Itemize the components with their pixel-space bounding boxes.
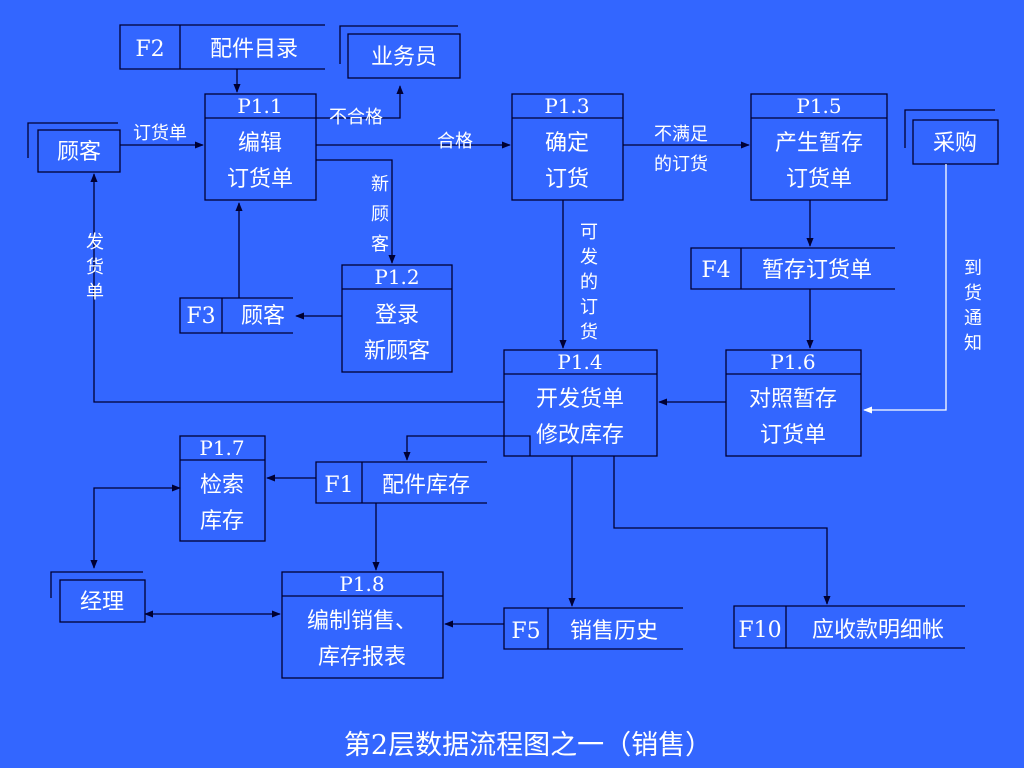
entity-customer: 顾客 [27, 122, 121, 173]
entity-salesperson: 业务员 [339, 25, 461, 79]
flow-unqualified-arrow [316, 85, 404, 119]
flow-label-delivery-note-char: 货 [86, 257, 104, 278]
store-f1: F1 配件库存 [315, 461, 487, 504]
process-p1-5-line2: 订货单 [786, 167, 852, 192]
flow-label-delivery-note-char: 发 [86, 232, 104, 253]
process-p1-7-id: P1.7 [199, 436, 244, 460]
flow-label-order-form: 订货单 [133, 123, 187, 144]
process-p1-2-line2: 新顾客 [364, 339, 430, 364]
store-f10: F10 应收款明细帐 [733, 605, 965, 649]
flow-label-deliverable: 可 发 的 订 货 [580, 222, 598, 343]
process-p1-1-id: P1.1 [237, 94, 282, 118]
flow-label-deliverable-char: 可 [580, 222, 598, 243]
entity-purchasing: 采购 [904, 109, 999, 165]
store-f2-name: 配件目录 [210, 37, 298, 62]
flow-p1-4-to-f1-arrow [403, 435, 531, 461]
store-f1-name: 配件库存 [382, 473, 470, 498]
process-p1-3-line2: 订货 [545, 167, 589, 192]
flow-label-deliverable-char: 的 [580, 272, 598, 293]
flow-label-unsatisfied-2: 的订货 [654, 154, 708, 175]
flow-label-arrival-notice-char: 货 [964, 283, 982, 304]
store-f5-name: 销售历史 [570, 619, 658, 644]
process-p1-3: P1.3 确定 订货 [511, 93, 624, 201]
flow-label-arrival-notice-char: 知 [964, 333, 982, 354]
store-f2-id: F2 [135, 37, 164, 62]
process-p1-2-line1: 登录 [375, 303, 419, 328]
process-p1-2: P1.2 登录 新顾客 [341, 264, 453, 373]
process-p1-8: P1.8 编制销售、 库存报表 [281, 571, 444, 679]
process-p1-4-line2: 修改库存 [536, 423, 624, 448]
store-f3: F3 顾客 [179, 297, 293, 334]
store-f4: F4 暂存订货单 [690, 247, 895, 290]
process-p1-7-line1: 检索 [200, 473, 244, 498]
process-p1-4-id: P1.4 [557, 350, 602, 374]
process-p1-6-id: P1.6 [770, 350, 815, 374]
store-f4-name: 暂存订货单 [762, 258, 872, 283]
flow-label-delivery-note-char: 单 [86, 282, 104, 303]
process-p1-3-line1: 确定 [545, 131, 589, 156]
flow-label-arrival-notice-char: 到 [964, 258, 982, 279]
process-p1-8-id: P1.8 [339, 572, 384, 596]
store-f5-id: F5 [511, 619, 540, 644]
flow-label-unsatisfied-1: 不满足 [654, 124, 708, 145]
process-p1-6-line2: 订货单 [760, 423, 826, 448]
process-p1-7: P1.7 检索 库存 [179, 435, 266, 542]
entity-purchasing-label: 采购 [933, 131, 977, 156]
process-p1-4: P1.4 开发货单 修改库存 [503, 349, 658, 457]
flow-p1-7-manager-arrow [90, 484, 181, 569]
flow-label-arrival-notice: 到 货 通 知 [964, 258, 982, 354]
flow-p1-4-to-f10-arrow [613, 456, 831, 605]
store-f10-id: F10 [738, 618, 781, 643]
entity-manager: 经理 [50, 571, 146, 623]
process-p1-3-id: P1.3 [544, 94, 589, 118]
store-f4-id: F4 [701, 258, 730, 283]
flow-label-new-customer-char: 客 [371, 234, 389, 255]
flow-label-deliverable-char: 订 [580, 297, 598, 318]
flow-label-new-customer-char: 顾 [371, 204, 389, 225]
store-f5: F5 销售历史 [503, 607, 683, 650]
flow-label-delivery-note: 发 货 单 [86, 232, 104, 303]
flow-arrival-notice-arrow [863, 164, 947, 414]
store-f3-id: F3 [186, 304, 215, 329]
slide-title: 第2层数据流程图之一（销售） [344, 730, 712, 761]
process-p1-5-line1: 产生暂存 [775, 131, 863, 156]
store-f3-name: 顾客 [241, 304, 285, 329]
process-p1-1: P1.1 编辑 订货单 [204, 93, 317, 201]
process-p1-5-id: P1.5 [796, 94, 841, 118]
entity-customer-label: 顾客 [57, 140, 101, 165]
process-p1-8-line1: 编制销售、 [307, 609, 417, 634]
process-p1-4-line1: 开发货单 [536, 387, 624, 412]
process-p1-7-line2: 库存 [200, 509, 244, 534]
flow-label-new-customer-char: 新 [371, 174, 389, 195]
flow-delivery-note-arrow [90, 173, 504, 403]
process-p1-5: P1.5 产生暂存 订货单 [750, 93, 888, 201]
flow-label-deliverable-char: 货 [580, 322, 598, 343]
flow-label-deliverable-char: 发 [580, 247, 598, 268]
entity-salesperson-label: 业务员 [371, 45, 437, 70]
process-p1-2-id: P1.2 [374, 265, 419, 289]
store-f2: F2 配件目录 [119, 24, 325, 70]
flow-label-qualified: 合格 [437, 131, 473, 152]
process-p1-1-line1: 编辑 [238, 131, 282, 156]
entity-manager-label: 经理 [80, 590, 124, 615]
flow-label-unqualified: 不合格 [329, 107, 383, 128]
process-p1-8-line2: 库存报表 [318, 645, 406, 670]
flow-label-new-customer: 新 顾 客 [371, 174, 389, 255]
process-p1-6-line1: 对照暂存 [749, 387, 837, 412]
store-f1-id: F1 [324, 473, 353, 498]
process-p1-6: P1.6 对照暂存 订货单 [725, 349, 862, 457]
store-f10-name: 应收款明细帐 [812, 618, 944, 643]
flow-new-customer-arrow [316, 159, 396, 264]
process-p1-1-line2: 订货单 [227, 167, 293, 192]
flow-label-arrival-notice-char: 通 [964, 308, 982, 329]
